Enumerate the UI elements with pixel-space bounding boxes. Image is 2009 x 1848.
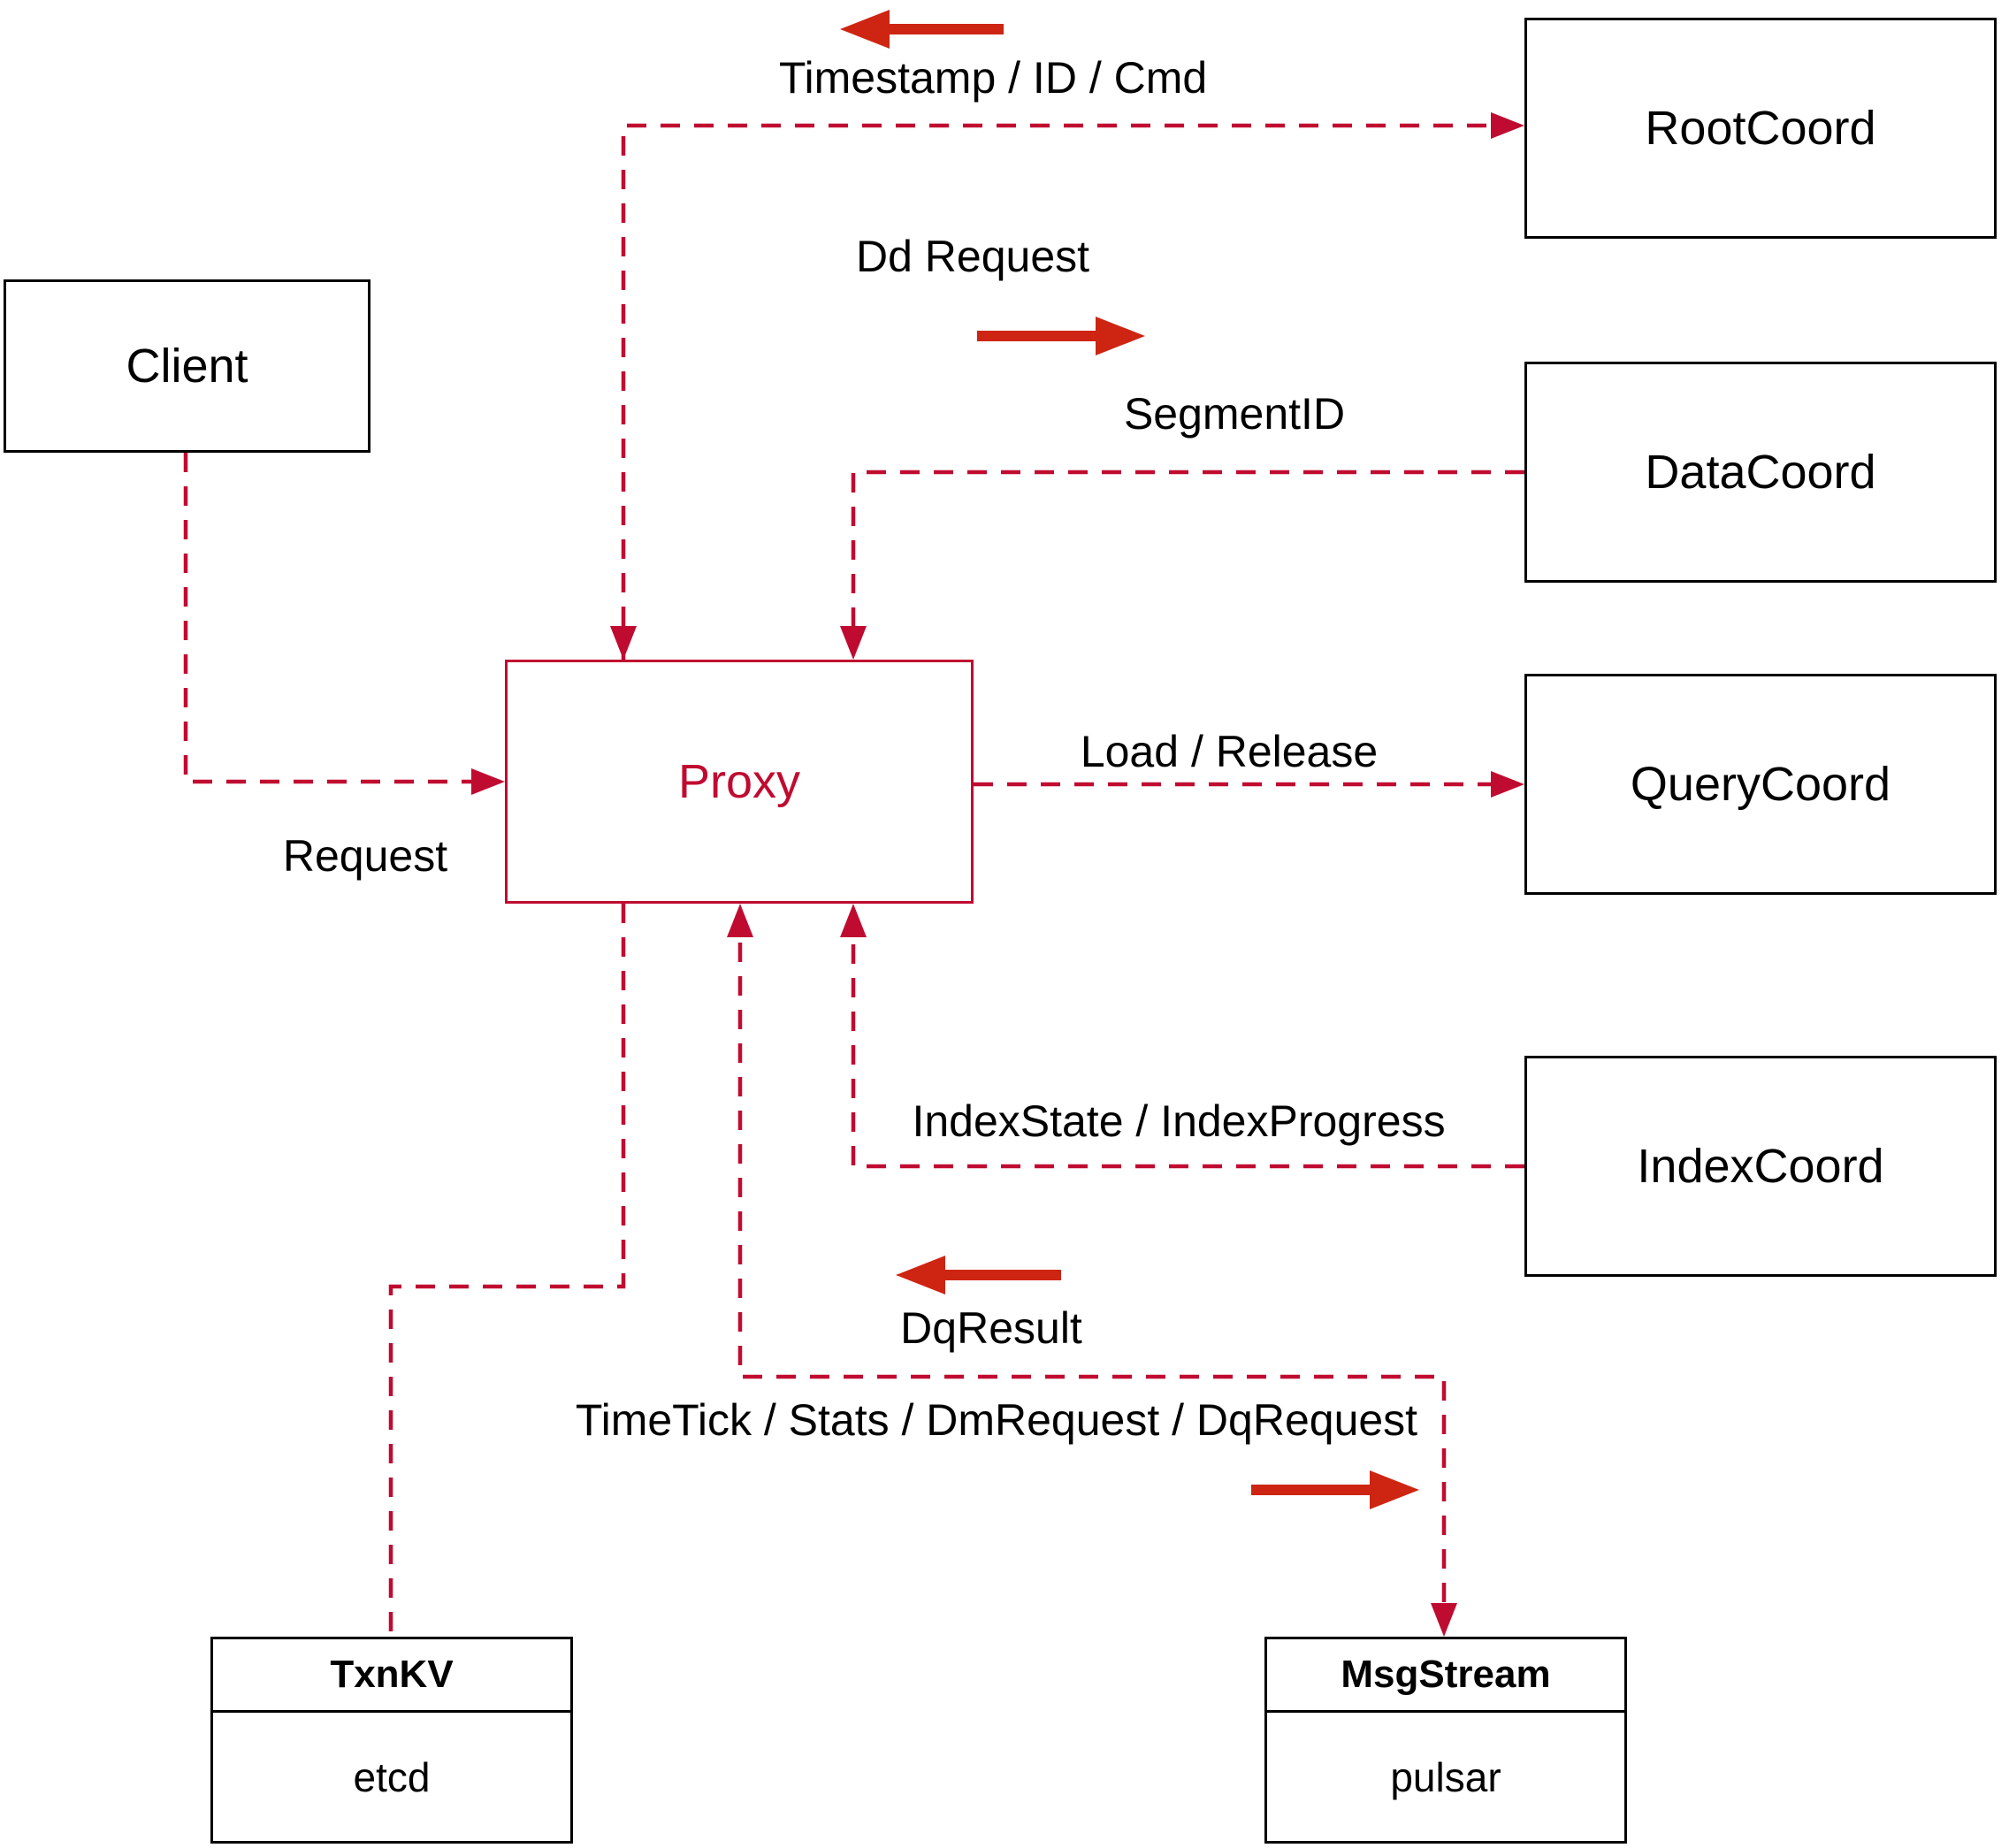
edge-proxy-rootcoord <box>621 123 1519 660</box>
node-proxy: Proxy <box>505 660 974 904</box>
node-msgstream-subtitle: pulsar <box>1390 1753 1501 1800</box>
node-indexcoord: IndexCoord <box>1524 1056 1997 1277</box>
node-txnkv-title: TxnKV <box>213 1639 570 1713</box>
solid-arrow-right-timetick <box>1251 1470 1419 1509</box>
edge-datacoord-proxy-arrowhead-0 <box>840 626 867 660</box>
node-querycoord: QueryCoord <box>1524 674 1997 895</box>
edge-indexcoord-proxy <box>851 909 1524 1169</box>
node-proxy-label: Proxy <box>677 755 801 808</box>
edge-label-dq-result: DqResult <box>900 1303 1082 1353</box>
edge-proxy-msgstream <box>737 909 1447 1631</box>
edge-label-index-state: IndexState / IndexProgress <box>912 1096 1446 1146</box>
edge-proxy-txnkv <box>388 904 626 1637</box>
edge-label-segment-id: SegmentID <box>1123 389 1346 439</box>
edge-proxy-msgstream-arrowhead-1 <box>1431 1603 1457 1637</box>
node-querycoord-label: QueryCoord <box>1630 758 1891 811</box>
edge-label-timestamp: Timestamp / ID / Cmd <box>778 53 1208 103</box>
node-indexcoord-label: IndexCoord <box>1637 1140 1884 1193</box>
node-client-label: Client <box>126 340 248 393</box>
node-client: Client <box>4 279 370 453</box>
edge-proxy-rootcoord-arrowhead-1 <box>1491 112 1524 139</box>
node-txnkv: TxnKV etcd <box>210 1637 573 1844</box>
node-msgstream-title: MsgStream <box>1267 1639 1624 1713</box>
edge-label-timetick: TimeTick / Stats / DmRequest / DqRequest <box>575 1395 1418 1445</box>
edge-proxy-msgstream-arrowhead-0 <box>727 904 753 937</box>
solid-arrow-left-dqresult <box>896 1256 1061 1294</box>
node-txnkv-subtitle: etcd <box>353 1753 431 1800</box>
node-datacoord: DataCoord <box>1524 362 1997 583</box>
edge-label-load-release: Load / Release <box>1080 727 1379 776</box>
edge-proxy-querycoord-arrowhead-0 <box>1491 771 1524 798</box>
edge-client-proxy <box>183 453 500 784</box>
edge-client-proxy-arrowhead-0 <box>471 768 505 795</box>
solid-arrow-left-timestamp <box>840 10 1004 49</box>
edge-datacoord-proxy <box>851 470 1524 654</box>
edge-indexcoord-proxy-arrowhead-0 <box>840 904 867 937</box>
node-msgstream: MsgStream pulsar <box>1264 1637 1627 1844</box>
edge-label-dd-request: Dd Request <box>855 232 1090 281</box>
edge-label-request: Request <box>282 831 448 881</box>
node-rootcoord-label: RootCoord <box>1645 102 1876 155</box>
solid-arrow-right-dd <box>977 317 1145 355</box>
edge-proxy-rootcoord-arrowhead-0 <box>610 626 637 660</box>
node-datacoord-label: DataCoord <box>1645 446 1876 499</box>
node-rootcoord: RootCoord <box>1524 18 1997 239</box>
